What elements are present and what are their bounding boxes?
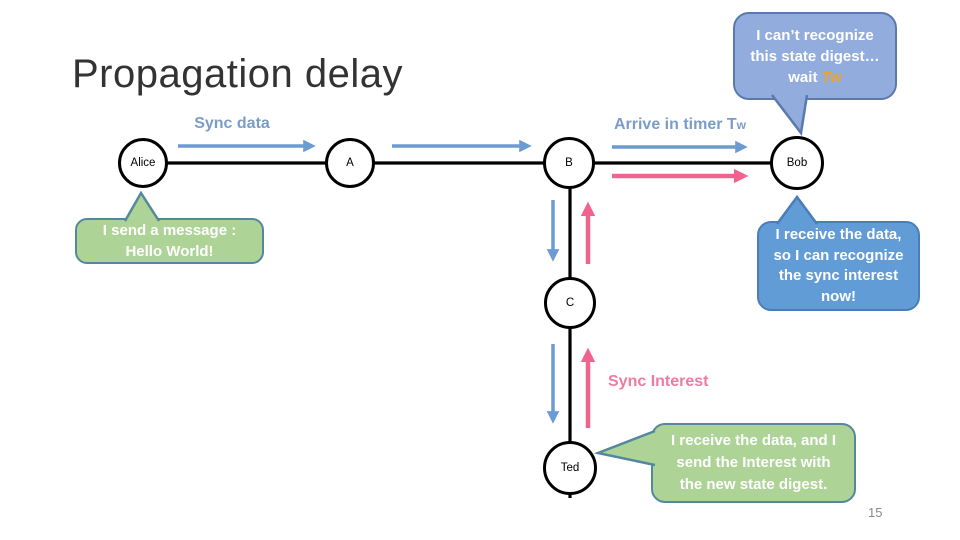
node-a: A [325, 138, 375, 188]
node-c: C [544, 277, 596, 329]
callout-alice-send-tail [123, 190, 161, 222]
sync-interest-label: Sync Interest [608, 373, 709, 390]
timer-tw-text: Tw [821, 68, 842, 86]
callout-line: send the Interest with [676, 454, 831, 471]
callout-bob-receive: I receive the data, so I can recognize t… [757, 221, 920, 311]
callout-line: the new state digest. [679, 476, 828, 493]
callout-line: I can’t recognize [756, 26, 874, 44]
callout-alice-send: I send a message : Hello World! [75, 218, 264, 264]
arrive-in-timer-text: Arrive in timer T [613, 116, 737, 133]
callout-line: so I can recognize [773, 246, 904, 264]
node-b: B [543, 137, 595, 189]
sync-data-label: Sync data [194, 115, 270, 132]
wait-text: wait [788, 68, 818, 86]
callout-line: I send a message : [102, 222, 237, 239]
callout-bob-wait-tail [771, 94, 809, 137]
page-number: 15 [868, 505, 883, 520]
timer-subscript: w [736, 118, 747, 132]
arrive-in-timer-label: Arrive in timer Tw [599, 116, 761, 134]
node-ted: Ted [543, 441, 597, 495]
node-alice: Alice [118, 138, 168, 188]
node-bob: Bob [770, 136, 824, 190]
callout-line: I receive the data, [775, 226, 902, 243]
callout-ted-receive-tail [593, 429, 656, 467]
callout-bob-receive-tail [775, 194, 819, 225]
page-title: Propagation delay [72, 52, 403, 96]
callout-line: I receive the data, and I [670, 432, 837, 449]
callout-line: the sync interest [778, 267, 899, 284]
callout-bob-wait: I can’t recognize this state digest… wai… [733, 12, 897, 100]
callout-line: Hello World! [125, 243, 214, 260]
callout-line: now! [821, 287, 856, 305]
callout-ted-receive: I receive the data, and I send the Inter… [651, 423, 856, 503]
callout-line: this state digest… [750, 47, 880, 65]
